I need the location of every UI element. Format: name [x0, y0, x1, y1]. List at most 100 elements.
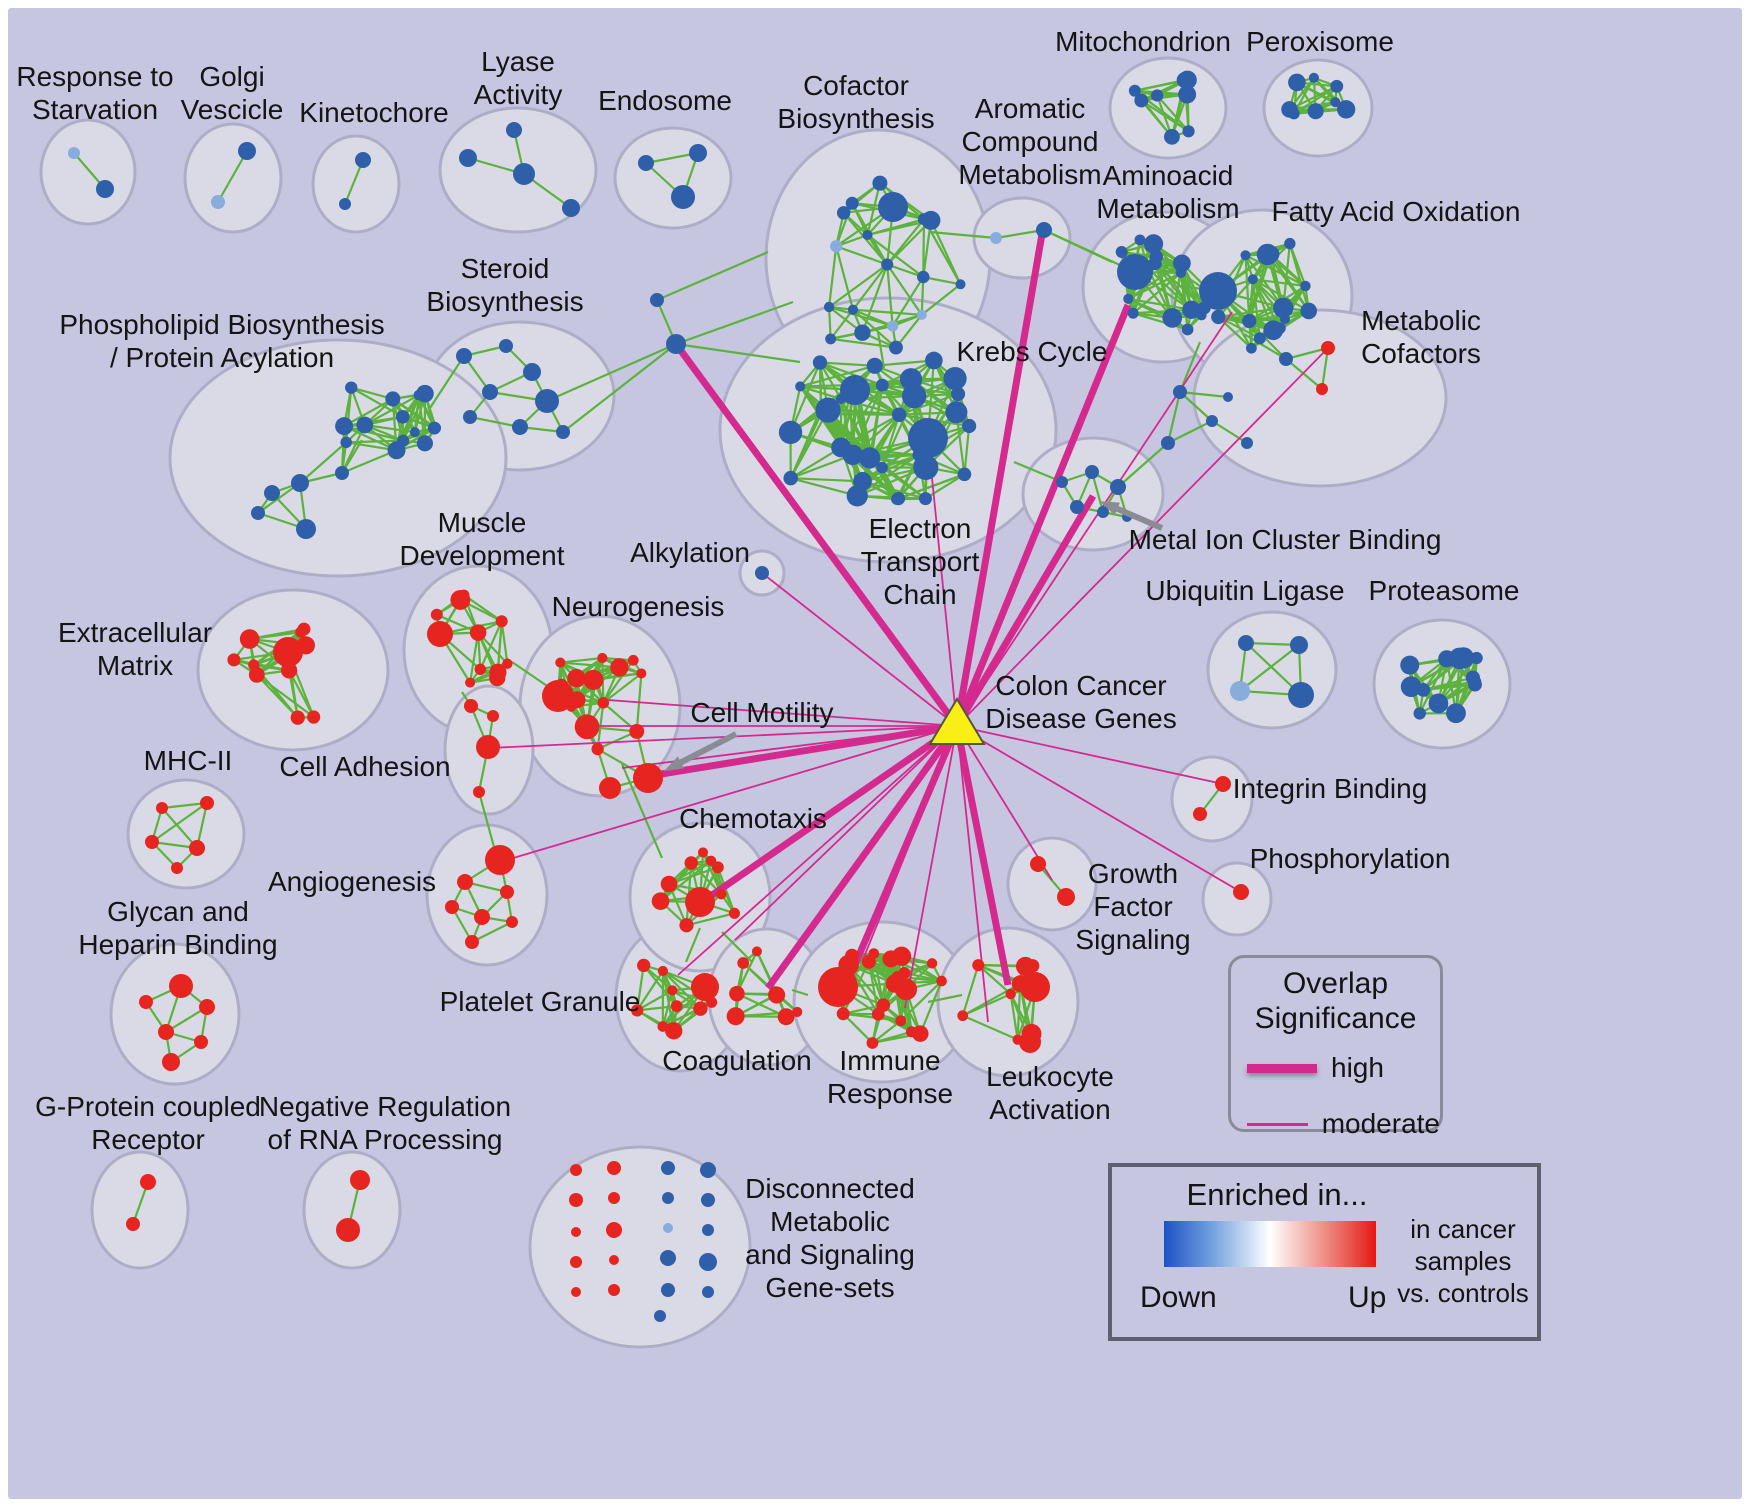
gene-set-node: [606, 1222, 622, 1238]
gene-set-node: [1173, 254, 1191, 273]
cluster-label-proteasome: Proteasome: [1369, 575, 1520, 606]
gene-set-node: [921, 210, 941, 230]
gene-set-node: [1181, 323, 1194, 336]
green-edge: [923, 275, 961, 286]
overlap-edge-moderate: [734, 725, 958, 941]
gene-set-node: [464, 699, 478, 713]
green-edge: [1154, 262, 1205, 309]
gene-set-node: [751, 946, 762, 957]
green-edge: [790, 477, 863, 483]
green-edge: [661, 990, 674, 1027]
green-edge: [963, 425, 971, 475]
green-link: [620, 763, 664, 859]
gene-set-node: [693, 1001, 708, 1016]
cluster-label-alkylation: Alkylation: [630, 537, 750, 568]
gene-set-node: [1056, 476, 1068, 488]
gene-set-node: [872, 175, 888, 191]
gene-set-node: [665, 1022, 683, 1040]
cluster-ellipse-ubiquitin-ligase: [1206, 610, 1338, 730]
cluster-ellipse-angiogenesis: [425, 823, 549, 967]
gene-set-node: [845, 948, 859, 963]
overlap-edge-moderate: [904, 725, 958, 1009]
gene-set-node: [660, 1250, 676, 1266]
gene-set-node: [608, 1192, 620, 1204]
gene-set-node: [866, 357, 883, 374]
gene-set-node: [1253, 332, 1266, 345]
gene-set-node: [456, 348, 472, 364]
gene-set-node: [891, 493, 903, 505]
green-link: [1117, 442, 1169, 488]
gene-set-node: [1173, 385, 1187, 399]
overlap-edge-high: [953, 725, 1012, 986]
gene-set-node: [1428, 693, 1449, 714]
gene-set-node: [570, 1164, 582, 1176]
gene-set-node: [140, 1174, 156, 1190]
gene-set-node: [609, 1255, 619, 1265]
gene-set-node: [847, 304, 859, 315]
green-edge: [391, 398, 426, 444]
gene-set-node: [638, 155, 654, 171]
green-edge: [886, 264, 894, 327]
gene-set-node: [654, 1310, 666, 1322]
gene-set-node: [1288, 73, 1306, 92]
gene-set-node: [1148, 256, 1162, 271]
cluster-label-kinetochore: Kinetochore: [299, 97, 448, 128]
overlap-edge-high: [654, 722, 958, 779]
gene-set-node: [597, 652, 608, 664]
overlap-edge-moderate: [956, 725, 989, 1023]
gene-set-node: [701, 1193, 715, 1207]
gene-set-node: [1330, 97, 1341, 108]
gene-set-node: [296, 636, 315, 655]
overlap-edge-moderate: [927, 437, 958, 727]
green-edge: [922, 220, 933, 278]
green-edge: [662, 970, 702, 1010]
gene-set-node: [506, 122, 522, 138]
gene-set-node: [476, 735, 500, 759]
overlap-edge-high: [765, 723, 960, 991]
overlap-edge-high: [953, 494, 1097, 728]
gene-set-node: [831, 437, 852, 458]
gene-set-node: [189, 840, 205, 856]
gene-set-node: [1085, 465, 1099, 479]
green-edge: [790, 453, 854, 480]
cluster-label-phosphorylation: Phosphorylation: [1250, 843, 1451, 874]
gene-set-node: [990, 232, 1002, 244]
gene-set-node: [1290, 636, 1308, 654]
gene-set-node: [711, 861, 724, 874]
gene-set-node: [1215, 776, 1231, 792]
green-edge: [995, 228, 1045, 240]
gene-set-node: [1182, 300, 1201, 319]
green-edge: [819, 361, 875, 367]
gene-set-node: [957, 467, 972, 482]
green-edge: [977, 964, 1012, 995]
gene-set-node: [1336, 100, 1356, 119]
gene-set-node: [853, 472, 872, 491]
legend-enriched-title: Enriched in...: [1186, 1177, 1368, 1212]
gene-set-node: [945, 401, 968, 424]
cluster-label-krebs-cycle: Krebs Cycle: [957, 336, 1108, 367]
gene-set-node: [200, 796, 214, 810]
gene-set-node: [512, 419, 528, 435]
green-edge: [1217, 316, 1253, 350]
green-edge: [829, 309, 854, 340]
gene-set-node: [835, 393, 846, 404]
green-edge: [1251, 279, 1261, 339]
layer-nodes: [68, 70, 1483, 1322]
gene-set-node: [876, 998, 891, 1012]
overlap-edge-moderate: [677, 725, 958, 976]
gene-set-node: [1199, 272, 1237, 310]
enriched-side-text: in cancer samples vs. controls: [1388, 1213, 1538, 1309]
gene-set-node: [1246, 342, 1257, 354]
gene-set-node: [450, 589, 471, 610]
overlap-edge-high: [673, 341, 960, 729]
gene-set-node: [913, 454, 939, 480]
gene-set-node: [482, 384, 498, 400]
gene-set-node: [943, 366, 967, 391]
gene-set-node: [1238, 635, 1254, 651]
gene-set-node: [489, 669, 506, 687]
gene-set-node: [1110, 479, 1126, 495]
green-edge: [343, 415, 403, 428]
